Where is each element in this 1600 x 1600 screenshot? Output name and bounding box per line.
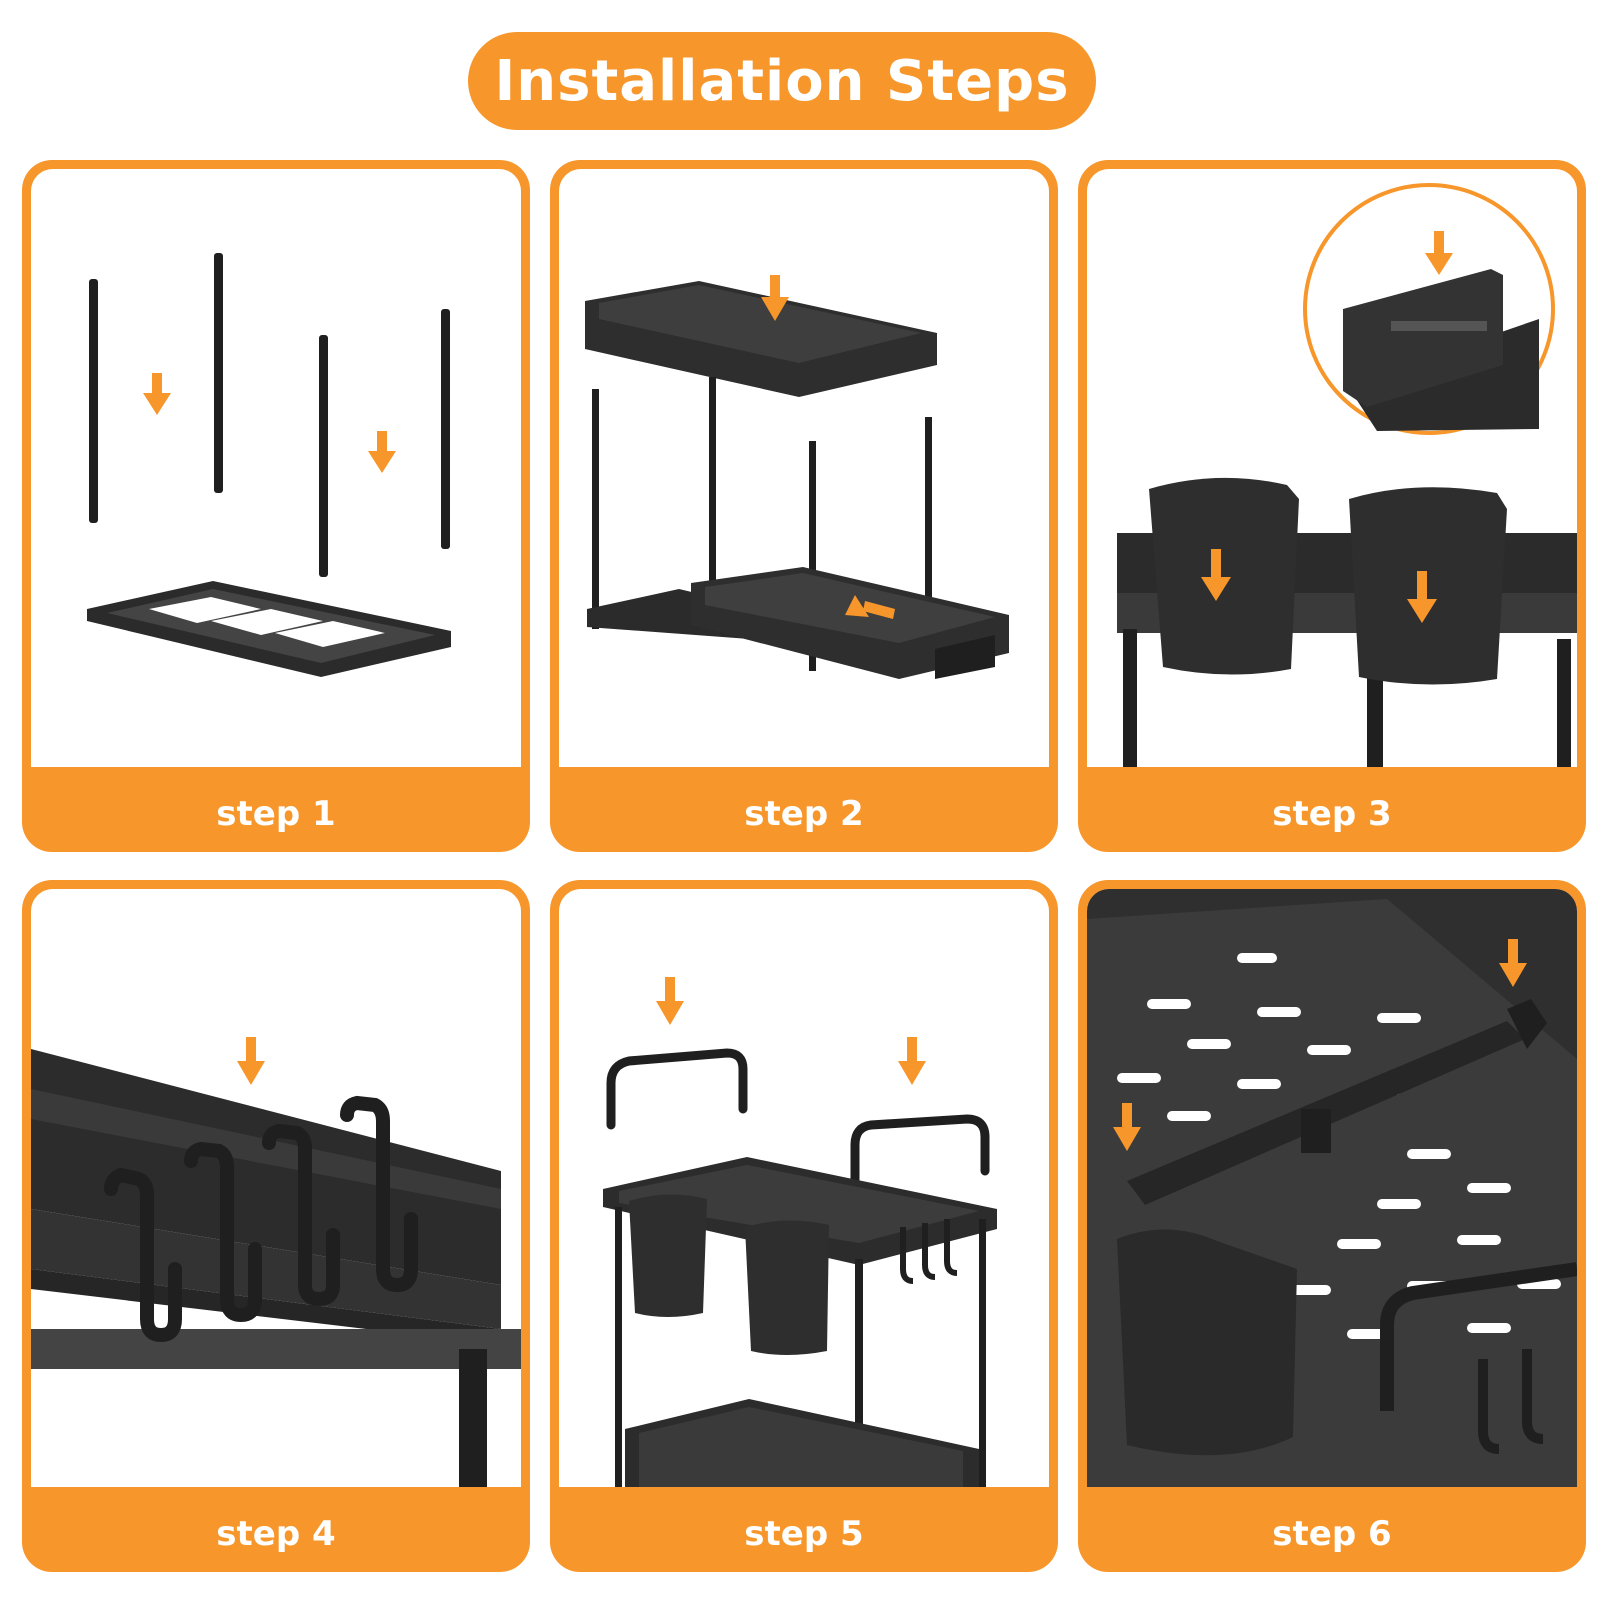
step-card-5: step 5 (550, 880, 1058, 1572)
step-card-2: step 2 (550, 160, 1058, 852)
title-banner: Installation Steps (468, 32, 1096, 130)
adjustable-divider-illustration (1087, 889, 1577, 1487)
hooks-on-shelf-rim-illustration (31, 1037, 521, 1487)
hanging-cups-illustration (1117, 183, 1577, 767)
step-label-5: step 5 (744, 1514, 864, 1554)
shelf-and-drawer-assembly-illustration (585, 275, 1009, 679)
step-label-4: step 4 (216, 1514, 336, 1554)
step-image-4 (31, 889, 521, 1487)
step-label-1: step 1 (216, 794, 336, 834)
rods-and-base-frame-illustration (87, 253, 451, 677)
step-image-5 (559, 889, 1049, 1487)
step-card-1: step 1 (22, 160, 530, 852)
step-label-3: step 3 (1272, 794, 1392, 834)
step-label-6: step 6 (1272, 1514, 1392, 1554)
step-card-4: step 4 (22, 880, 530, 1572)
step-image-2 (559, 169, 1049, 767)
page-title: Installation Steps (494, 48, 1070, 114)
step-card-6: step 6 (1078, 880, 1586, 1572)
step-label-2: step 2 (744, 794, 864, 834)
step-image-6 (1087, 889, 1577, 1487)
handles-on-assembled-rack-illustration (603, 977, 997, 1487)
step-image-1 (31, 169, 521, 767)
step-image-3 (1087, 169, 1577, 767)
step-card-3: step 3 (1078, 160, 1586, 852)
